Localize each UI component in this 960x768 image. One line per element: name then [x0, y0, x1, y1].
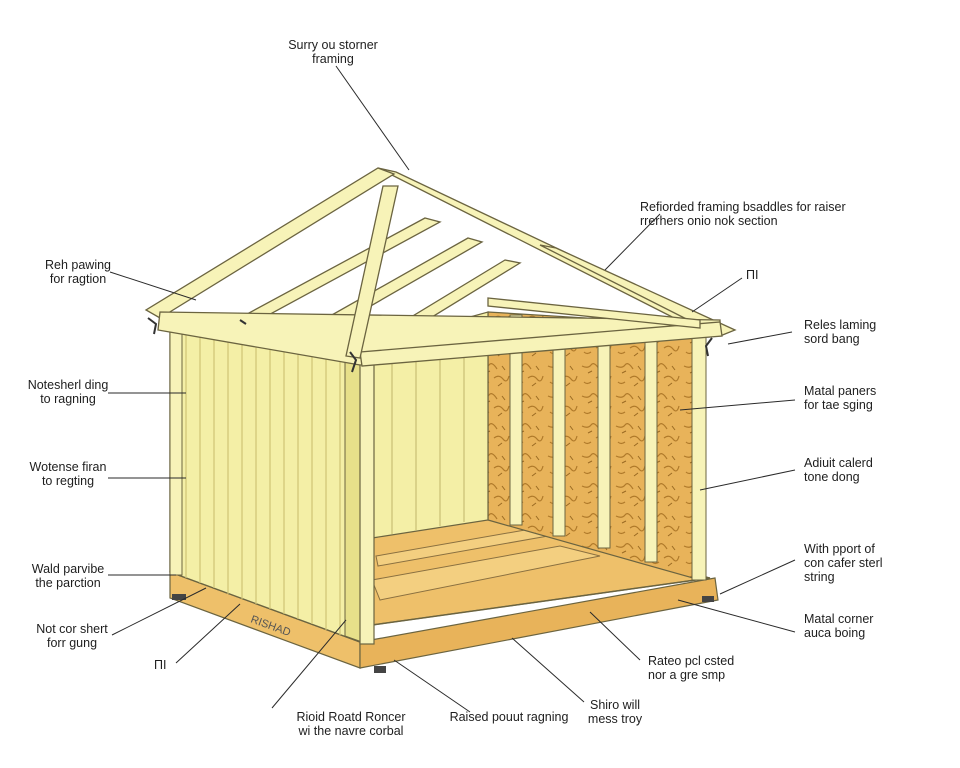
label-mark-top-right: ΠΙ	[746, 268, 759, 282]
left-side-wall	[169, 324, 363, 644]
leader-lines	[108, 65, 796, 713]
corner-brackets	[147, 317, 713, 373]
inner-left-wall	[367, 311, 489, 539]
back-wall	[487, 311, 707, 581]
interior-floor	[371, 517, 711, 626]
label-mark-bottom-left: ΠΙ	[154, 658, 167, 672]
roof-framing	[144, 167, 737, 367]
label-raised-port: Raised pouut ragning	[449, 710, 569, 724]
front-post	[359, 351, 375, 645]
floor-base: RISHAD	[169, 571, 719, 673]
